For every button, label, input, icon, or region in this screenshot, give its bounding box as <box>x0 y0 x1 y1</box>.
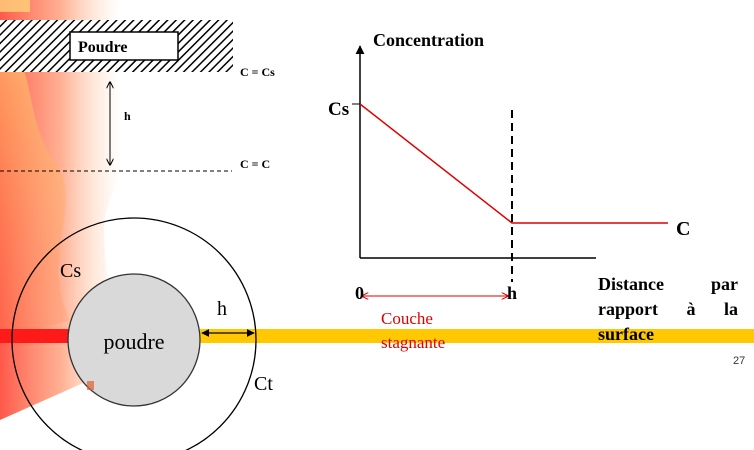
x-tick-origin-label: 0 <box>355 283 364 303</box>
concentration-graph <box>352 45 668 296</box>
inner-concentration-label: Cs <box>60 260 81 282</box>
x-axis-label-line-1: Distance par <box>598 274 738 294</box>
left-h-label: h <box>124 109 131 123</box>
small-marker <box>87 381 94 390</box>
yellow-band <box>200 329 754 343</box>
y-tick-cs-label: Cs <box>328 99 350 120</box>
red-band <box>0 329 72 343</box>
concentration-profile-line <box>359 103 668 224</box>
bulk-concentration-graph-label: C <box>676 218 691 240</box>
outer-concentration-label: Ct <box>254 373 273 395</box>
circle-h-label: h <box>217 298 227 320</box>
x-tick-h-label: h <box>507 283 518 303</box>
x-axis-label-line-2: rapport à la <box>598 299 738 319</box>
y-axis-label: Concentration <box>373 30 484 50</box>
bulk-concentration-label: C = C <box>240 157 270 171</box>
powder-box <box>69 31 179 61</box>
outer-diffusion-circle <box>11 217 257 450</box>
surface-concentration-label: C = Cs <box>240 65 275 79</box>
x-axis-label-line-3: surface <box>598 324 654 344</box>
particle-circle <box>67 273 201 407</box>
page-number: 27 <box>733 355 746 367</box>
powder-label: Poudre <box>78 39 127 56</box>
stagnant-layer-label-line-1: Couche <box>381 309 433 328</box>
x-axis-label: Distance par rapport à la surface <box>598 272 738 347</box>
particle-label: poudre <box>103 329 164 354</box>
stagnant-layer-label-line-2: stagnante <box>381 333 446 352</box>
